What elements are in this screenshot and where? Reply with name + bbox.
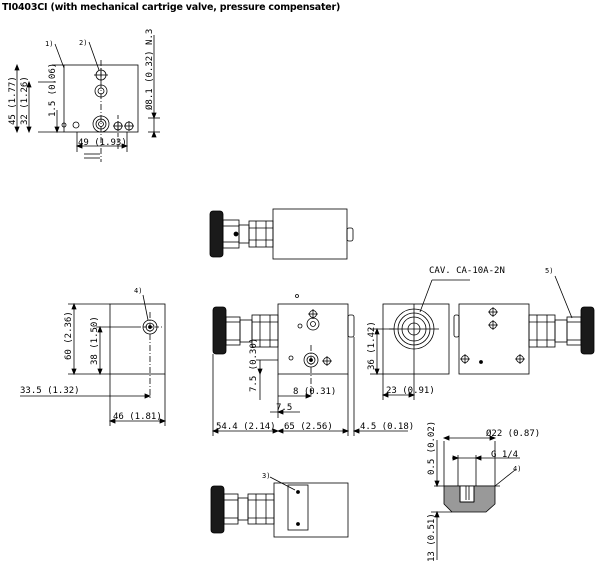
dim-port-diameter: Ø8.1 (0.32) N.3 [144, 29, 155, 110]
callout-3: 3) [262, 472, 270, 480]
port-icon [297, 323, 303, 329]
nameplate [287, 484, 309, 531]
end-view-outline [109, 303, 166, 375]
adjust-knob [212, 306, 227, 355]
valve-body [458, 303, 530, 375]
front-view [211, 294, 408, 436]
port-icon [72, 121, 80, 129]
callout-4-detail: 4) [513, 465, 521, 473]
port-detail [431, 435, 520, 560]
dim-32: 32 (1.26) [20, 76, 30, 125]
bottom-port-view [14, 35, 160, 162]
cavity-callout: CAV. CA-10A-2N [429, 266, 505, 276]
adjust-knob [209, 210, 224, 258]
dim-65: 65 (2.56) [284, 422, 333, 432]
right-side-view [453, 275, 595, 375]
cartridge-hex [248, 220, 274, 248]
dim-g-1-4: G 1/4 [491, 450, 518, 460]
cavity-face-view [370, 279, 470, 400]
dim-60: 60 (2.36) [64, 311, 74, 360]
adjust-knob [580, 306, 595, 355]
dim-36: 36 (1.42) [367, 321, 377, 370]
dim-54-4: 54.4 (2.14) [216, 422, 276, 432]
dim-8: 8 (0.31) [293, 387, 336, 397]
dim-38: 38 (1.50) [90, 316, 100, 365]
dim-1-5: 1.5 (0.06) [48, 63, 58, 117]
dim-45: 45 (1.77) [8, 76, 18, 125]
valve-body [277, 303, 349, 375]
valve-body [273, 482, 349, 538]
dim-4-5: 4.5 (0.18) [360, 422, 414, 432]
dim-0-5: 0.5 (0.02) [427, 421, 437, 475]
dim-13: 13 (0.51) [427, 513, 437, 562]
cavity-face-outline [382, 303, 450, 375]
dim-49: 49 (1.93) [78, 138, 127, 148]
drawing-title: TI0403CI (with mechanical cartrige valve… [2, 2, 341, 13]
bottom-side-view [210, 476, 349, 538]
callout-2: 2) [79, 39, 87, 47]
end-view [20, 294, 167, 426]
dim-7-5-horizontal: 7.5 [276, 403, 292, 413]
callout-4-end: 4) [134, 287, 142, 295]
valve-body [272, 208, 348, 260]
port-icon [288, 355, 294, 361]
dim-23: 23 (0.91) [386, 386, 435, 396]
cartridge-hex [247, 493, 275, 525]
adjust-knob [210, 485, 225, 534]
dim-33-5: 33.5 (1.32) [20, 386, 80, 396]
callout-5: 5) [545, 267, 553, 275]
port-icon [306, 317, 320, 331]
callout-1: 1) [45, 40, 53, 48]
dim-7-5-vertical: 7.5 (0.30) [249, 338, 259, 392]
cartridge-hex [528, 314, 556, 348]
dim-46: 46 (1.81) [113, 412, 162, 422]
top-side-view [209, 208, 354, 260]
dim-22: Ø22 (0.87) [486, 428, 540, 439]
